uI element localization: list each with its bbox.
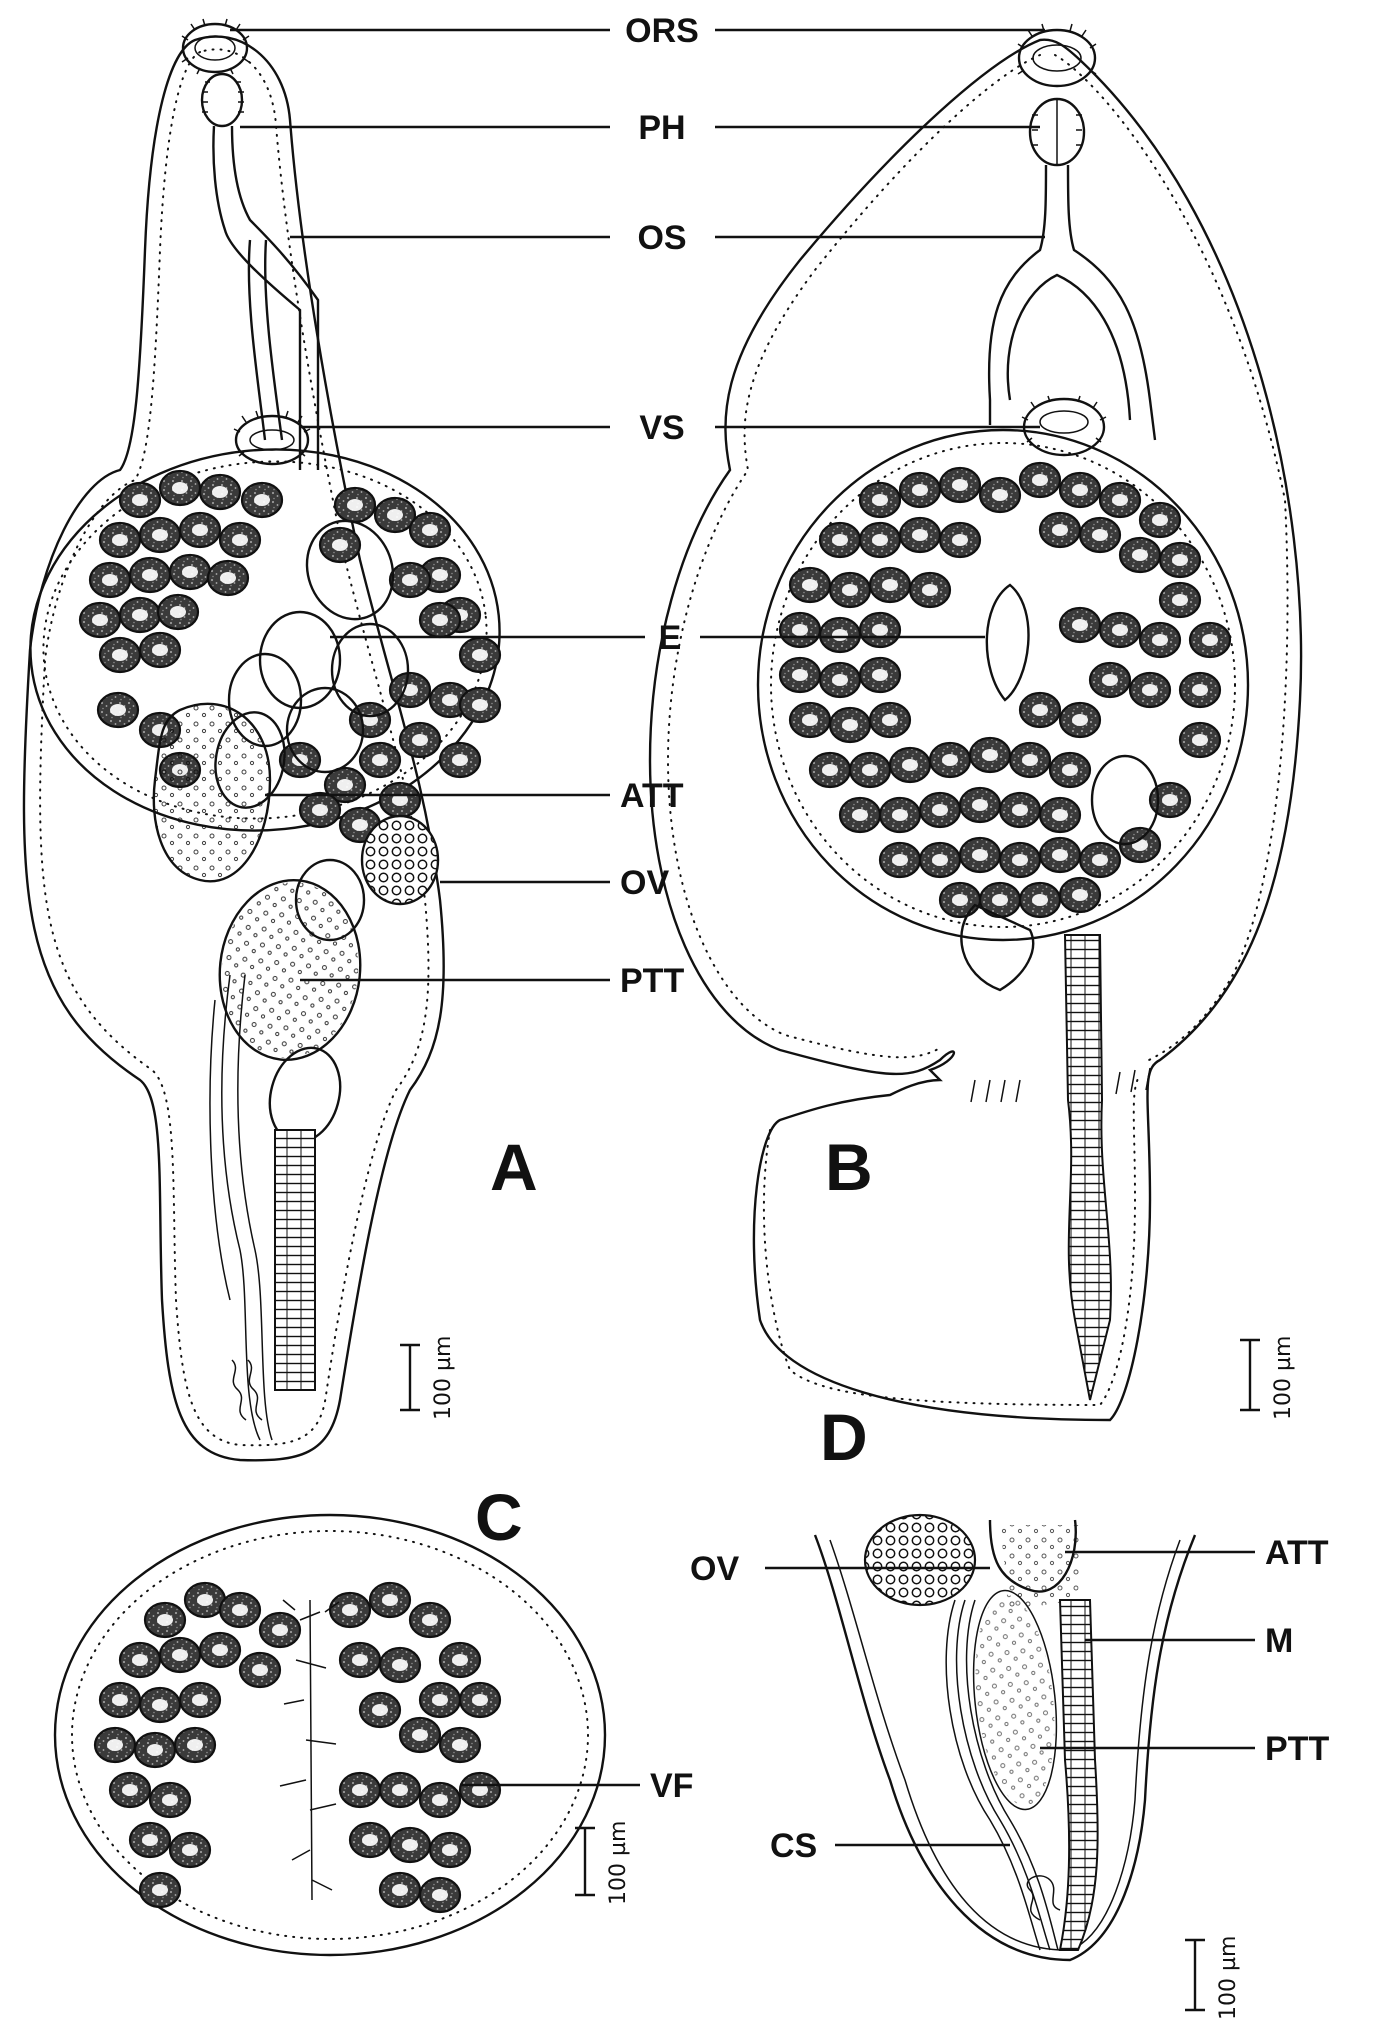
label-ptt: PTT [620,962,684,1000]
leader-lines [230,28,1255,1847]
label-e: E [659,619,682,657]
scale-bar-b: 100 µm [1240,1336,1296,1420]
scale-bar-d: 100 µm [1185,1936,1241,2020]
label-att-d: ATT [1265,1534,1329,1572]
panel-c-drawing [53,1513,607,1957]
label-ov-d: OV [690,1550,739,1588]
scale-bar-a: 100 µm [400,1336,456,1420]
label-vf: VF [650,1767,693,1805]
panel-label-d: D [820,1400,868,1474]
panel-label-c: C [475,1480,523,1554]
panel-b-drawing [648,23,1303,1422]
scale-bar-c: 100 µm [575,1821,631,1905]
panel-a-vitelline-follicles [78,469,502,844]
label-ors: ORS [625,12,699,50]
panel-c-vitelline-follicles [93,1581,502,1914]
panel-d-drawing [813,1513,1197,1962]
label-cs: CS [770,1827,817,1865]
label-ov: OV [620,864,669,902]
label-m: M [1265,1622,1293,1660]
label-ph: PH [638,109,685,147]
scale-bar-a-label: 100 µm [431,1336,456,1420]
scale-bar-c-label: 100 µm [606,1821,631,1905]
label-vs: VS [639,409,684,447]
label-att: ATT [620,777,684,815]
label-ptt-d: PTT [1265,1730,1329,1768]
panel-label-b: B [825,1130,873,1204]
scale-bar-d-label: 100 µm [1216,1936,1241,2020]
panel-a-drawing [22,18,502,1462]
panel-label-a: A [490,1130,538,1204]
label-os: OS [637,219,686,257]
scale-bar-b-label: 100 µm [1271,1336,1296,1420]
panel-b-vitelline-follicles [778,461,1232,919]
